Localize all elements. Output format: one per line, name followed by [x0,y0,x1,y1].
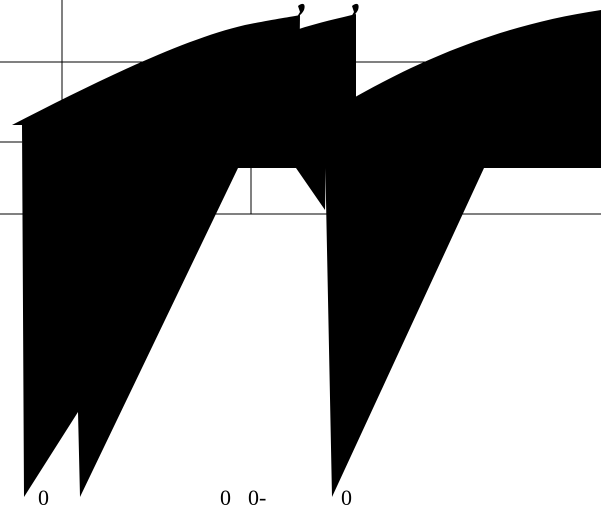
label-zero-3: 0 [341,485,352,510]
black-shapes [12,3,601,497]
label-zero-1: 0 [38,485,49,510]
label-zero-dash: 0- [248,485,266,510]
hook-shape-1 [12,15,300,497]
tick-mark-1 [297,3,305,17]
label-zero-2: 0 [220,485,231,510]
hook-shape-3 [326,10,601,497]
tick-mark-2 [351,3,359,17]
